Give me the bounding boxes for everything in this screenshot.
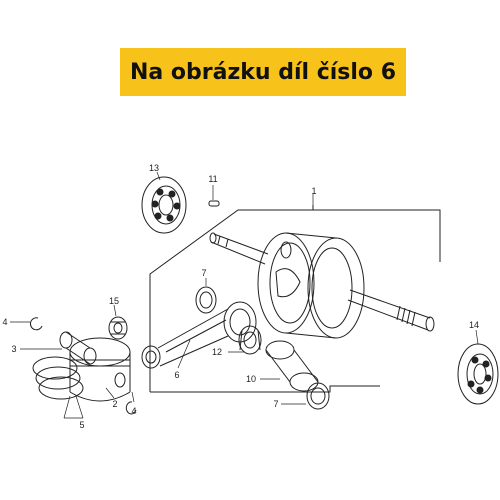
part-7-thrust-washer-upper	[195, 286, 217, 314]
callout-7-lower: 7	[273, 399, 278, 409]
part-11-woodruff-key	[208, 200, 220, 207]
part-3-piston-pin	[59, 331, 97, 365]
callout-12: 12	[212, 347, 222, 357]
callout-5: 5	[79, 420, 84, 430]
callout-3: 3	[11, 344, 16, 354]
part-6-connecting-rod	[141, 301, 257, 369]
part-7-thrust-washer-lower	[306, 382, 330, 410]
callout-labels: 13 11 1 14 7 15 4 3 6 12 10 7 2 4 5	[2, 163, 479, 430]
callout-10: 10	[246, 374, 256, 384]
assembly-outline	[149, 205, 441, 393]
part-4-circlip-lower	[125, 401, 137, 415]
callout-11: 11	[208, 174, 217, 184]
part-1-crankshaft	[209, 232, 435, 339]
callout-14: 14	[469, 320, 479, 330]
callout-4-lower: 4	[131, 406, 136, 416]
callout-4-left: 4	[2, 317, 7, 327]
part-4-circlip-left	[29, 317, 43, 331]
callout-2: 2	[112, 399, 117, 409]
part-2-piston	[69, 337, 131, 402]
callout-1: 1	[311, 186, 316, 196]
callout-6: 6	[174, 370, 179, 380]
part-13-ball-bearing	[141, 176, 187, 234]
callout-15: 15	[109, 296, 119, 306]
part-12-needle-bearing	[238, 325, 262, 355]
part-5-piston-rings	[32, 356, 84, 400]
part-14-ball-bearing	[457, 343, 499, 405]
leader-lines	[10, 171, 479, 419]
part-10-crank-pin	[265, 340, 319, 392]
callout-7-upper: 7	[201, 268, 206, 278]
banner-text: Na obrázku díl číslo 6	[129, 59, 397, 85]
title-banner: Na obrázku díl číslo 6	[120, 48, 406, 96]
part-15-small-needle-bearing	[108, 316, 128, 340]
callout-13: 13	[149, 163, 159, 173]
